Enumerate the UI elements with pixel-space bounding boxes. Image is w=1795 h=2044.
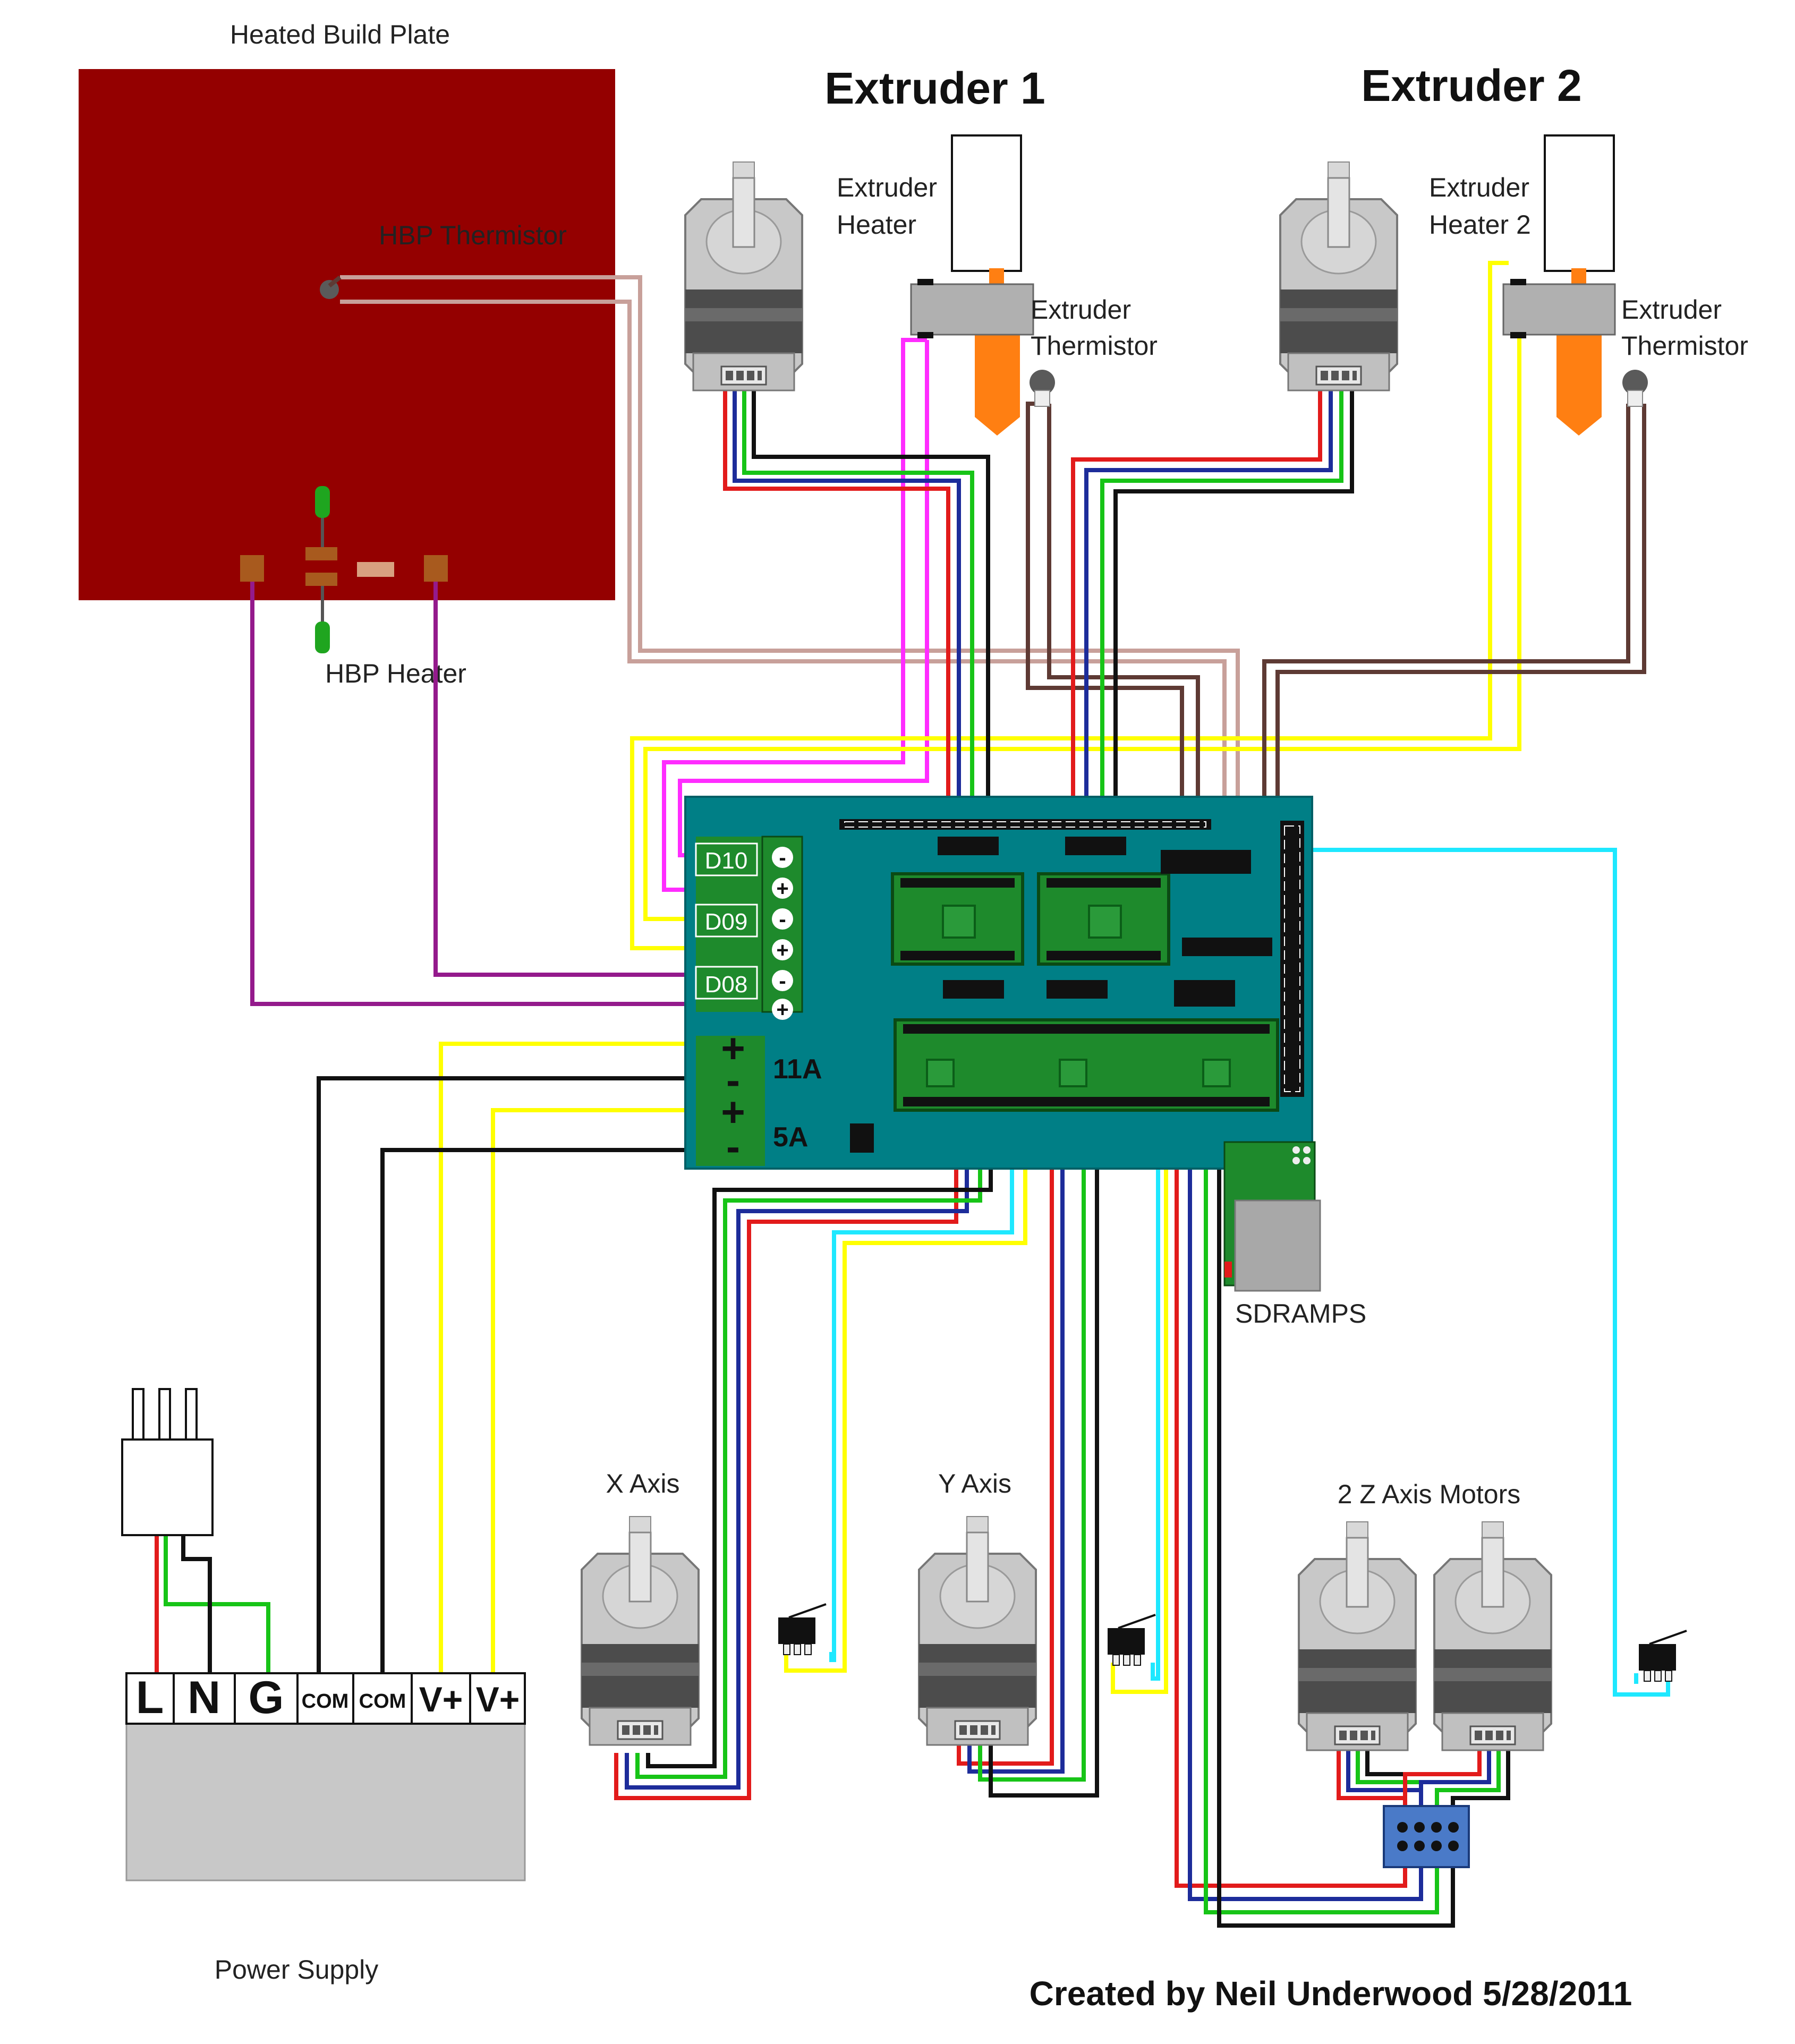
ps-terminal-n: N [188, 1672, 220, 1723]
output-terminals: D10 D09 D08 [695, 842, 758, 1000]
x-axis-motor-icon [581, 1515, 700, 1746]
extruder-2-title: Extruder 2 [1361, 61, 1582, 110]
power-input-2: - [726, 1057, 740, 1103]
z-endstop-icon [1638, 1630, 1688, 1682]
extruder-heater-label-line2: Heater [837, 210, 916, 240]
output-d10: D10 [695, 842, 758, 876]
heated-build-plate-label: Heated Build Plate [230, 20, 450, 49]
extruder-2-motor-icon [1279, 161, 1398, 391]
z-axis-label: 2 Z Axis Motors [1338, 1479, 1521, 1509]
extruder-heater2-label-line1: Extruder [1429, 173, 1529, 202]
led-icon [315, 586, 330, 653]
polarity-5: - [779, 969, 786, 993]
power-supply-label: Power Supply [215, 1955, 379, 1985]
extruder-heater2-label-line2: Heater 2 [1429, 210, 1531, 240]
ps-terminal-g: G [249, 1672, 284, 1723]
polarity-markers: - + - + - + [772, 846, 793, 1021]
y-axis-label: Y Axis [938, 1469, 1011, 1498]
polarity-4: + [776, 939, 788, 962]
led-icon [315, 486, 330, 547]
z-axis-motor-1-icon [1298, 1521, 1417, 1751]
output-d08-label: D08 [705, 972, 748, 998]
z-axis-motor-2-icon [1433, 1521, 1552, 1751]
extruder-thermistor-label-line2: Thermistor [1031, 331, 1158, 361]
extruder-2-hotend [1502, 134, 1616, 436]
rating-11a: 11A [773, 1054, 822, 1085]
polarity-1: - [779, 846, 786, 870]
extruder-thermistor-label-line1: Extruder [1031, 295, 1131, 325]
ps-terminal-vplus-1: V+ [419, 1680, 463, 1719]
stepper-driver-1 [892, 874, 1023, 964]
polarity-6: + [776, 998, 788, 1021]
mains-plug-icon [121, 1388, 214, 1536]
rating-5a: 5A [773, 1122, 808, 1153]
ps-terminal-com-2: COM [359, 1690, 406, 1713]
extruder2-thermistor-label-line1: Extruder [1621, 295, 1722, 325]
power-input-4: - [726, 1123, 740, 1170]
extruder-1-motor-icon [684, 161, 803, 391]
extruder-1-hotend [910, 134, 1034, 436]
extruder-1-thermistor-icon [1030, 370, 1055, 407]
ramps-board [684, 796, 1321, 1292]
heated-build-plate [79, 69, 615, 653]
y-endstop-icon [1107, 1614, 1156, 1666]
hbp-thermistor-label: HBP Thermistor [379, 220, 567, 250]
extruder-1-title: Extruder 1 [824, 63, 1045, 113]
extruder-2-thermistor-icon [1622, 370, 1648, 407]
extruder2-thermistor-label-line2: Thermistor [1621, 331, 1748, 361]
power-input-3: + [721, 1088, 745, 1135]
output-d08: D08 [695, 966, 758, 1000]
x-endstop-icon [777, 1603, 827, 1656]
power-input-markers: + - + - 11A 5A [721, 1025, 822, 1170]
z-motor-splitter [1383, 1805, 1470, 1868]
ps-terminal-vplus-2: V+ [476, 1680, 520, 1719]
x-axis-label: X Axis [606, 1469, 680, 1498]
output-d09: D09 [695, 904, 758, 938]
hbp-heater-label: HBP Heater [325, 659, 466, 688]
output-d10-label: D10 [705, 848, 748, 874]
stepper-driver-2 [1039, 874, 1169, 964]
extruder-heater-label-line1: Extruder [837, 173, 937, 202]
power-input-1: + [721, 1025, 745, 1071]
ps-terminal-com-1: COM [302, 1690, 349, 1713]
output-d09-label: D09 [705, 909, 748, 935]
polarity-2: + [776, 877, 788, 900]
y-axis-motor-icon [918, 1515, 1037, 1746]
sdramps-label: SDRAMPS [1235, 1299, 1366, 1328]
power-supply [125, 1672, 526, 1881]
credit-text: Created by Neil Underwood 5/28/2011 [1030, 1974, 1632, 2013]
ps-terminal-l: L [136, 1672, 164, 1723]
polarity-3: - [779, 908, 786, 931]
